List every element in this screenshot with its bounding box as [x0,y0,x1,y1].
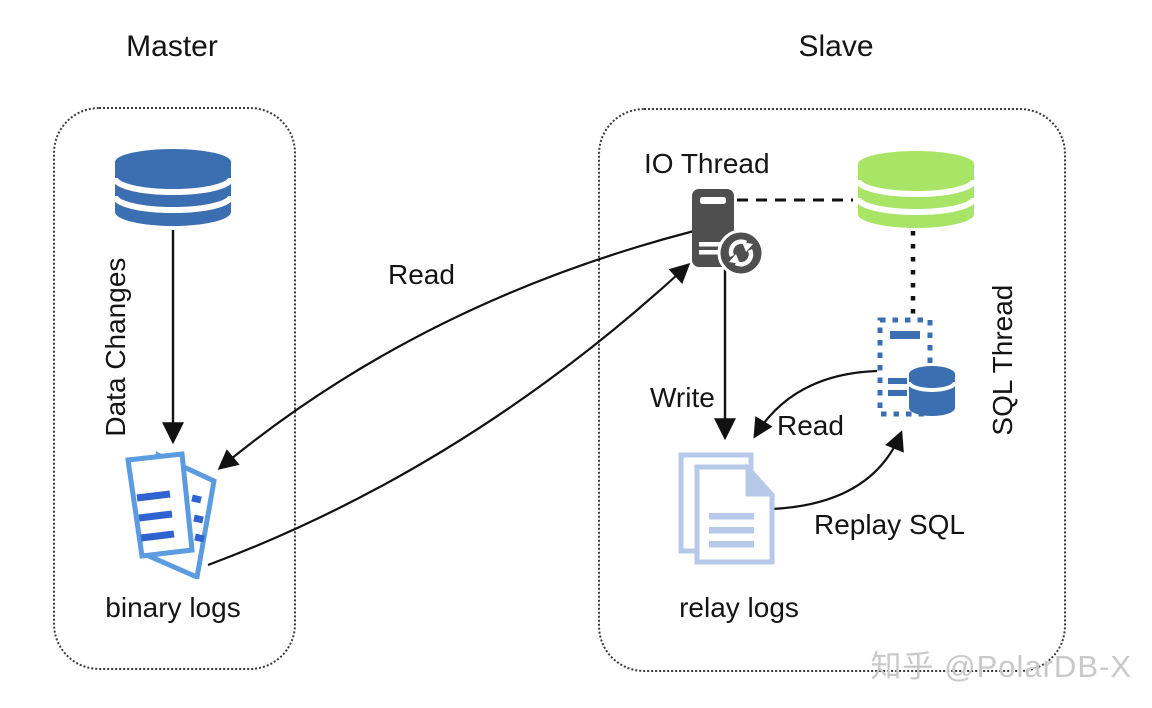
master-database-icon [112,149,234,226]
sql-thread-icon [877,317,957,417]
slave-group-box [598,108,1066,672]
watermark: 知乎 @PolarDB-X [870,649,1132,684]
replay-sql-arrow [771,430,904,511]
relay-read-arrow [753,369,878,439]
read-relay-label: Read [777,410,844,441]
io-thread-label: IO Thread [644,148,770,179]
read-master-label: Read [388,259,455,290]
binary-logs-icon [125,451,217,579]
sync-icon [717,229,765,277]
replay-sql-label: Replay SQL [814,509,965,540]
master-title: Master [126,30,218,63]
slave-title: Slave [798,30,874,63]
sql-thread-database-icon [907,366,957,416]
binary-logs-label: binary logs [105,592,241,623]
slave-database-icon [855,151,977,228]
io-thread-server-icon [692,189,765,277]
relay-logs-label: relay logs [679,592,799,623]
binlog-to-io-arrow [207,262,691,567]
relay-logs-icon [678,452,776,565]
master-group-box [53,107,296,670]
read-io-to-binlog-arrow [217,229,695,470]
write-label: Write [650,382,715,413]
